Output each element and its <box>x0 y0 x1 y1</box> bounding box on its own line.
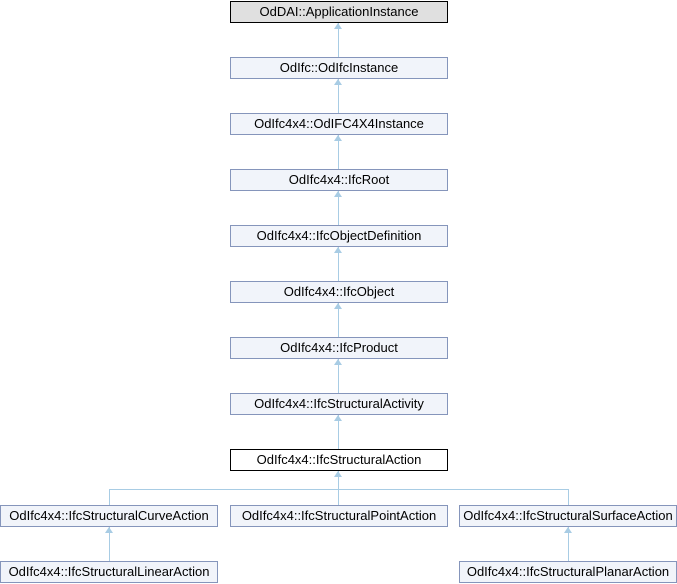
inheritance-arrowhead-icon <box>334 471 342 477</box>
inheritance-arrow-line <box>338 471 339 489</box>
branch-connector-line <box>109 489 569 490</box>
class-node-application-instance: OdDAI::ApplicationInstance <box>230 1 448 23</box>
class-node-odifc4x4-instance[interactable]: OdIfc4x4::OdIFC4X4Instance <box>230 113 448 135</box>
inheritance-arrow-line <box>338 23 339 57</box>
class-node-ifcproduct[interactable]: OdIfc4x4::IfcProduct <box>230 337 448 359</box>
inheritance-arrow-line <box>338 415 339 449</box>
class-node-ifcstructuralpointaction[interactable]: OdIfc4x4::IfcStructuralPointAction <box>230 505 448 527</box>
class-node-ifcroot[interactable]: OdIfc4x4::IfcRoot <box>230 169 448 191</box>
inheritance-arrowhead-icon <box>334 359 342 365</box>
inheritance-arrowhead-icon <box>334 135 342 141</box>
branch-stub-line <box>338 489 339 505</box>
class-node-odifc-instance[interactable]: OdIfc::OdIfcInstance <box>230 57 448 79</box>
inheritance-arrowhead-icon <box>334 191 342 197</box>
inheritance-arrow-line <box>338 359 339 393</box>
inheritance-arrowhead-icon <box>334 79 342 85</box>
class-node-ifcobject[interactable]: OdIfc4x4::IfcObject <box>230 281 448 303</box>
class-node-ifcstructurallinearaction[interactable]: OdIfc4x4::IfcStructuralLinearAction <box>0 561 218 583</box>
inheritance-arrowhead-icon <box>564 527 572 533</box>
class-node-ifcstructuralaction: OdIfc4x4::IfcStructuralAction <box>230 449 448 471</box>
inheritance-arrow-line <box>568 527 569 561</box>
class-node-ifcstructuralplanaraction[interactable]: OdIfc4x4::IfcStructuralPlanarAction <box>459 561 677 583</box>
inheritance-arrow-line <box>338 303 339 337</box>
inheritance-arrow-line <box>338 247 339 281</box>
inheritance-arrowhead-icon <box>105 527 113 533</box>
inheritance-arrowhead-icon <box>334 23 342 29</box>
class-node-ifcstructuralcurveaction[interactable]: OdIfc4x4::IfcStructuralCurveAction <box>0 505 218 527</box>
branch-stub-line <box>109 489 110 505</box>
inheritance-arrow-line <box>338 135 339 169</box>
class-node-ifcobjectdefinition[interactable]: OdIfc4x4::IfcObjectDefinition <box>230 225 448 247</box>
inheritance-arrowhead-icon <box>334 303 342 309</box>
inheritance-arrow-line <box>338 191 339 225</box>
inheritance-arrowhead-icon <box>334 247 342 253</box>
class-node-ifcstructuralactivity[interactable]: OdIfc4x4::IfcStructuralActivity <box>230 393 448 415</box>
inheritance-arrowhead-icon <box>334 415 342 421</box>
class-node-ifcstructuralsurfaceaction[interactable]: OdIfc4x4::IfcStructuralSurfaceAction <box>459 505 677 527</box>
branch-stub-line <box>568 489 569 505</box>
inheritance-arrow-line <box>338 79 339 113</box>
inheritance-arrow-line <box>109 527 110 561</box>
